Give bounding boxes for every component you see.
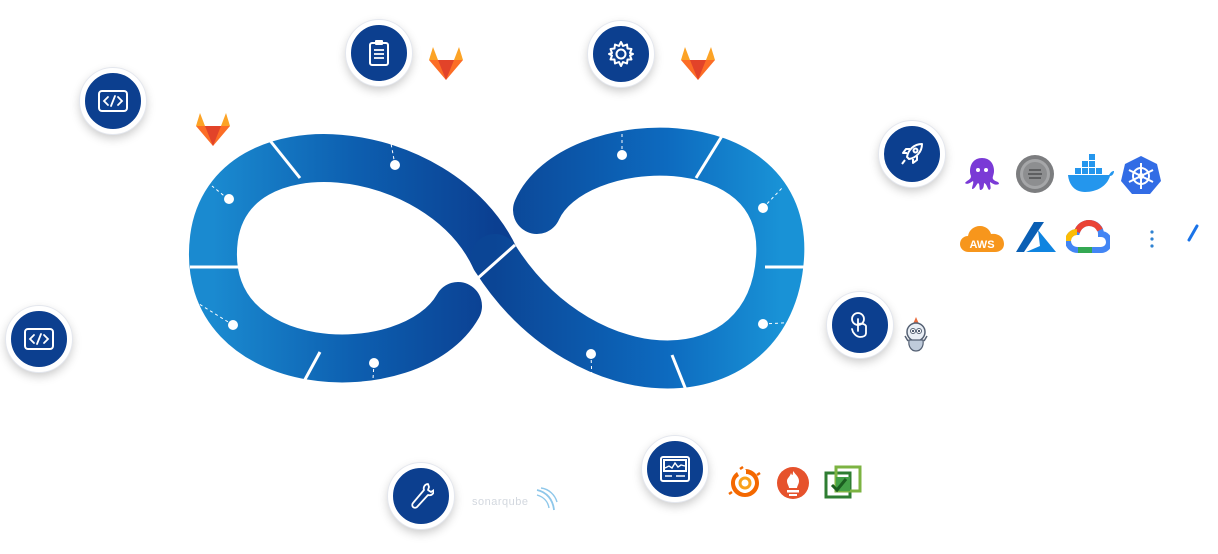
code-icon (98, 90, 128, 112)
azure-logo (1014, 220, 1058, 254)
operate-icon-circle[interactable] (827, 292, 893, 358)
gitlab-logo (427, 45, 465, 81)
deploy-icon-circle[interactable] (879, 121, 945, 187)
configure-icon-circle[interactable] (588, 21, 654, 87)
wrench-icon (411, 483, 434, 509)
loop-right-lobe (471, 127, 805, 389)
gear-icon (608, 41, 634, 67)
build-icon-circle[interactable] (388, 463, 454, 529)
aws-logo: AWS (959, 222, 1005, 254)
loop-left-lobe (188, 134, 519, 383)
google-cloud-logo (1066, 220, 1110, 254)
octopus-logo (962, 156, 1002, 192)
more-dots-icon (1149, 229, 1155, 249)
sonarqube-logo: sonarqube (472, 496, 529, 508)
aws-label: AWS (969, 239, 994, 251)
clipboard-icon (369, 40, 389, 66)
grafana-logo (728, 466, 762, 500)
sonar-waves-icon (535, 486, 559, 512)
checkbox-tool-logo (824, 465, 862, 501)
code-icon-top[interactable] (80, 68, 146, 134)
monitor-dashboard-icon (660, 456, 690, 482)
kubernetes-logo (1120, 155, 1162, 195)
rocket-icon (901, 143, 923, 165)
argo-mascot-logo (902, 316, 930, 354)
sonarqube-label: sonarqube (472, 496, 529, 508)
segment-dividers (190, 135, 805, 401)
gitlab-logo (679, 45, 717, 81)
code-icon (24, 328, 54, 350)
prometheus-logo (776, 466, 810, 500)
docker-logo (1065, 152, 1115, 194)
code-icon-left[interactable] (6, 306, 72, 372)
plan-icon-circle[interactable] (346, 20, 412, 86)
pencil-icon (1186, 224, 1200, 244)
monitor-icon-circle[interactable] (642, 436, 708, 502)
connector-dots (195, 128, 801, 396)
gitlab-logo (194, 111, 232, 147)
touch-hand-icon (851, 312, 867, 338)
jenkins-coin-logo (1015, 154, 1055, 194)
